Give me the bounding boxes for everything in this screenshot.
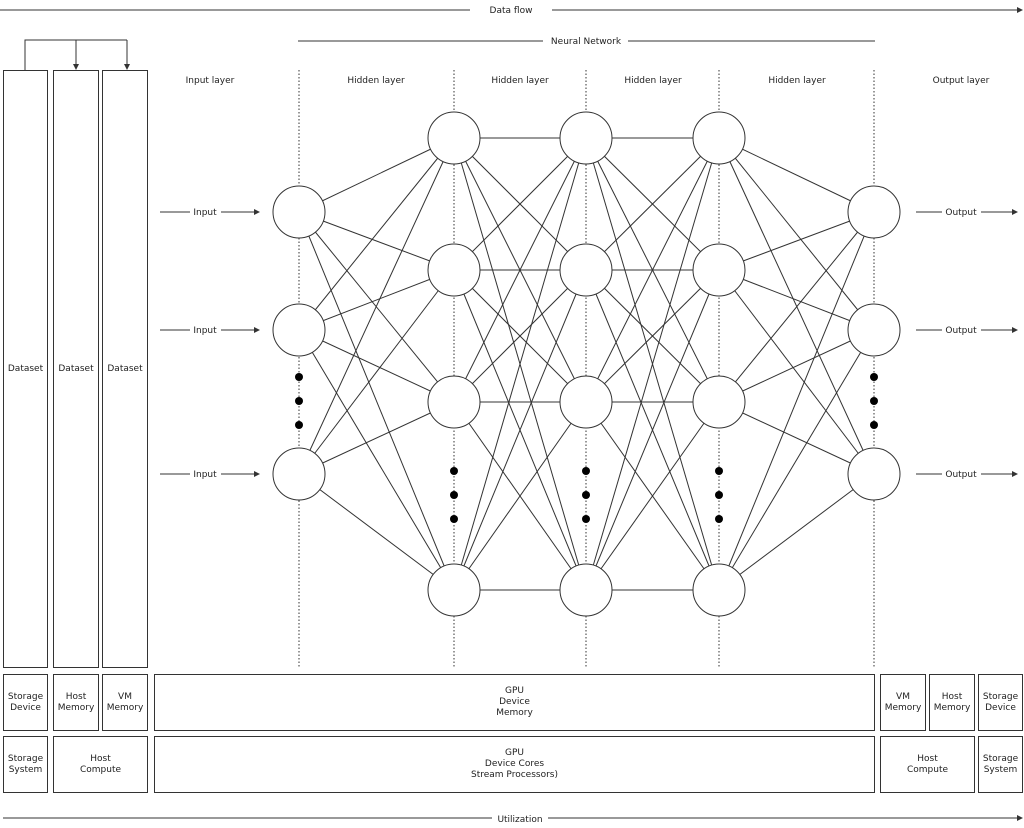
connection-edge (298, 137, 455, 213)
connection-edge (718, 211, 875, 403)
gpu-device-cores: GPU Device Cores Stream Processors) (154, 736, 875, 793)
connection-edge (453, 269, 587, 403)
dataset-host-memory-column: Dataset (53, 70, 99, 668)
connection-edge (718, 401, 875, 475)
neuron-node-input (272, 185, 326, 239)
connection-edge (298, 269, 455, 331)
neuron-node-hidden-1 (427, 243, 481, 297)
connection-edge (585, 137, 720, 271)
connection-edge (453, 401, 587, 591)
neuron-node-hidden-1 (427, 563, 481, 617)
utilization-label: Utilization (497, 815, 542, 825)
neuron-node-hidden-2 (559, 563, 613, 617)
ellipsis-dot-icon (295, 397, 303, 405)
connection-edge (718, 269, 875, 331)
dataset-storage-column: Dataset (3, 70, 48, 668)
connection-edge (298, 329, 455, 591)
connection-edge (585, 269, 720, 403)
connection-edge (298, 211, 455, 591)
neuron-node-input (272, 447, 326, 501)
neuron-node-hidden-1 (427, 375, 481, 429)
connection-edge (298, 269, 455, 475)
connection-edge (298, 137, 455, 475)
ellipsis-dot-icon (582, 467, 590, 475)
layer-header-hidden-4: Hidden layer (768, 76, 826, 86)
connection-edge (718, 329, 875, 403)
ellipsis-dot-icon (715, 467, 723, 475)
left-storage-system: Storage System (3, 736, 48, 793)
connection-edge (453, 137, 587, 591)
gpu-device-memory: GPU Device Memory (154, 674, 875, 731)
neuron-node-hidden-3 (692, 375, 746, 429)
left-host-memory: Host Memory (53, 674, 99, 731)
connection-edge (718, 473, 875, 591)
connection-edge (453, 137, 587, 403)
input-label: Input (193, 326, 217, 336)
connection-edge (585, 269, 720, 591)
output-label: Output (945, 470, 977, 480)
ellipsis-dot-icon (450, 491, 458, 499)
connection-edge (585, 137, 720, 403)
connection-edge (718, 137, 875, 475)
ellipsis-dot-icon (295, 421, 303, 429)
ellipsis-dot-icon (450, 515, 458, 523)
connection-edge (298, 473, 455, 591)
connection-edge (718, 211, 875, 271)
ellipsis-dot-icon (870, 397, 878, 405)
neuron-node-hidden-3 (692, 563, 746, 617)
input-label: Input (193, 208, 217, 218)
connection-edge (298, 329, 455, 403)
layer-header-hidden-1: Hidden layer (347, 76, 405, 86)
neuron-node-output (847, 303, 901, 357)
ellipsis-dot-icon (582, 491, 590, 499)
connection-edge (585, 137, 720, 591)
input-label: Input (193, 470, 217, 480)
output-label: Output (945, 326, 977, 336)
connection-edge (718, 137, 875, 213)
connection-edge (718, 137, 875, 331)
layer-header-hidden-2: Hidden layer (491, 76, 549, 86)
neuron-node-hidden-2 (559, 243, 613, 297)
connection-edge (718, 269, 875, 475)
neuron-node-hidden-3 (692, 111, 746, 165)
neuron-node-hidden-2 (559, 111, 613, 165)
ellipsis-dot-icon (295, 373, 303, 381)
neuron-node-hidden-2 (559, 375, 613, 429)
right-host-compute: Host Compute (880, 736, 975, 793)
connection-edge (585, 401, 720, 591)
layer-header-input: Input layer (186, 76, 235, 86)
output-label: Output (945, 208, 977, 218)
neuron-node-output (847, 447, 901, 501)
connection-edge (453, 137, 587, 271)
right-vm-memory: VM Memory (880, 674, 926, 731)
layer-header-output: Output layer (933, 76, 990, 86)
connection-edge (298, 401, 455, 475)
left-vm-memory: VM Memory (102, 674, 148, 731)
dataset-vm-memory-column: Dataset (102, 70, 148, 668)
left-storage-device: Storage Device (3, 674, 48, 731)
ellipsis-dot-icon (450, 467, 458, 475)
connection-edge (298, 211, 455, 271)
layer-header-hidden-3: Hidden layer (624, 76, 682, 86)
ellipsis-dot-icon (715, 491, 723, 499)
left-host-compute: Host Compute (53, 736, 148, 793)
neuron-node-output (847, 185, 901, 239)
ellipsis-dot-icon (582, 515, 590, 523)
data-flow-label: Data flow (490, 6, 533, 16)
connection-edge (718, 329, 875, 591)
connection-edge (453, 269, 587, 591)
connection-edge (298, 137, 455, 331)
right-storage-device: Storage Device (978, 674, 1023, 731)
connection-edge (718, 211, 875, 591)
dataset-bracket (24, 39, 127, 70)
right-host-memory: Host Memory (929, 674, 975, 731)
right-storage-system: Storage System (978, 736, 1023, 793)
neuron-node-hidden-1 (427, 111, 481, 165)
neural-network-label: Neural Network (551, 37, 622, 47)
ellipsis-dot-icon (870, 373, 878, 381)
neuron-node-input (272, 303, 326, 357)
neuron-node-hidden-3 (692, 243, 746, 297)
ellipsis-dot-icon (870, 421, 878, 429)
ellipsis-dot-icon (715, 515, 723, 523)
